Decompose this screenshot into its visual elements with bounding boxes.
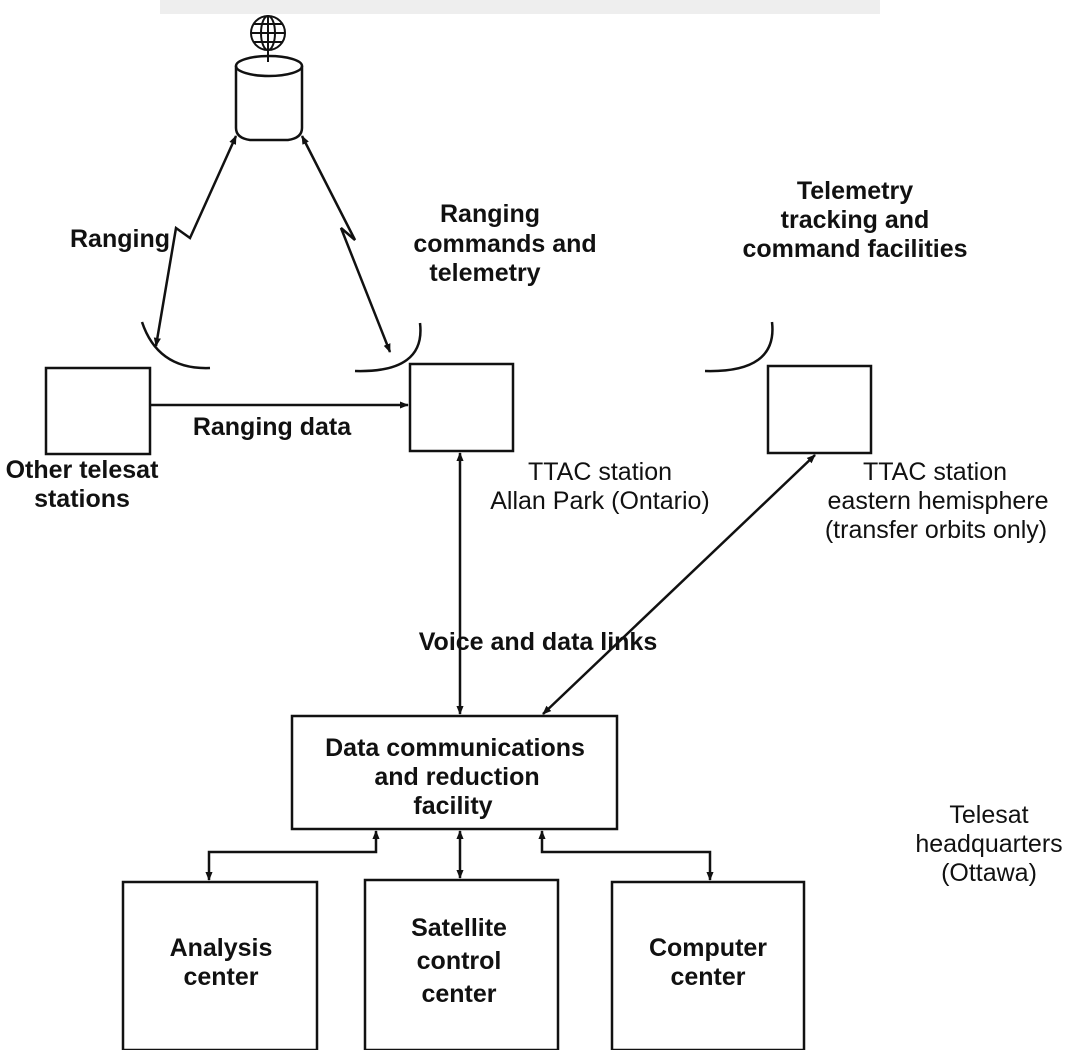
ranging-commands-link (300, 135, 392, 353)
box-text-satctl-3: center (421, 980, 496, 1008)
box-text-analysis-2: center (183, 963, 258, 991)
label-other-telesat-2: stations (34, 485, 130, 513)
label-ttc-2: tracking and (781, 206, 930, 234)
box-other-telesat-stations (44, 366, 152, 456)
box-text-satctl-1: Satellite (411, 914, 507, 942)
dish-antenna-eastern (704, 321, 774, 373)
label-eastern-1: TTAC station (863, 458, 1007, 486)
box-computer-center (610, 880, 806, 1050)
label-allan-2: Allan Park (Ontario) (490, 487, 710, 515)
label-voice-data-links: Voice and data links (419, 628, 658, 656)
box-satellite-control-center (363, 878, 560, 1050)
label-ttc-3: command facilities (742, 235, 967, 263)
box-analysis-center (121, 880, 319, 1050)
top-smudge (160, 0, 880, 14)
label-ttc-1: Telemetry (797, 177, 913, 205)
label-ranging-commands-2: commands and (413, 230, 596, 258)
label-hq-2: headquarters (915, 830, 1062, 858)
label-ranging-data: Ranging data (193, 413, 352, 441)
box-ttac-allan-park (408, 362, 515, 453)
box-text-dcrf-1: Data communications (325, 734, 585, 762)
label-ranging: Ranging (70, 225, 170, 253)
label-hq-1: Telesat (949, 801, 1028, 829)
label-eastern-2: eastern hemisphere (828, 487, 1049, 515)
analysis-link (205, 830, 380, 881)
box-text-dcrf-2: and reduction (374, 763, 539, 791)
label-eastern-3: (transfer orbits only) (825, 516, 1047, 544)
label-hq-3: (Ottawa) (941, 859, 1037, 887)
label-allan-1: TTAC station (528, 458, 672, 486)
computer-link (538, 830, 714, 881)
box-text-computer-2: center (670, 963, 745, 991)
box-ttac-eastern (766, 364, 873, 455)
box-data-communications (290, 714, 619, 831)
dish-antenna-allan (354, 322, 422, 373)
box-text-computer-1: Computer (649, 934, 767, 962)
dish-antenna-other (140, 321, 211, 370)
box-text-satctl-2: control (417, 947, 502, 975)
box-text-dcrf-3: facility (413, 792, 492, 820)
label-ranging-commands-1: Ranging (440, 200, 540, 228)
ranging-link (153, 135, 238, 347)
box-text-analysis-1: Analysis (170, 934, 273, 962)
eastern-link (542, 454, 816, 715)
label-ranging-commands-3: telemetry (429, 259, 540, 287)
satellite-icon (234, 15, 304, 142)
label-other-telesat-1: Other telesat (6, 456, 160, 484)
